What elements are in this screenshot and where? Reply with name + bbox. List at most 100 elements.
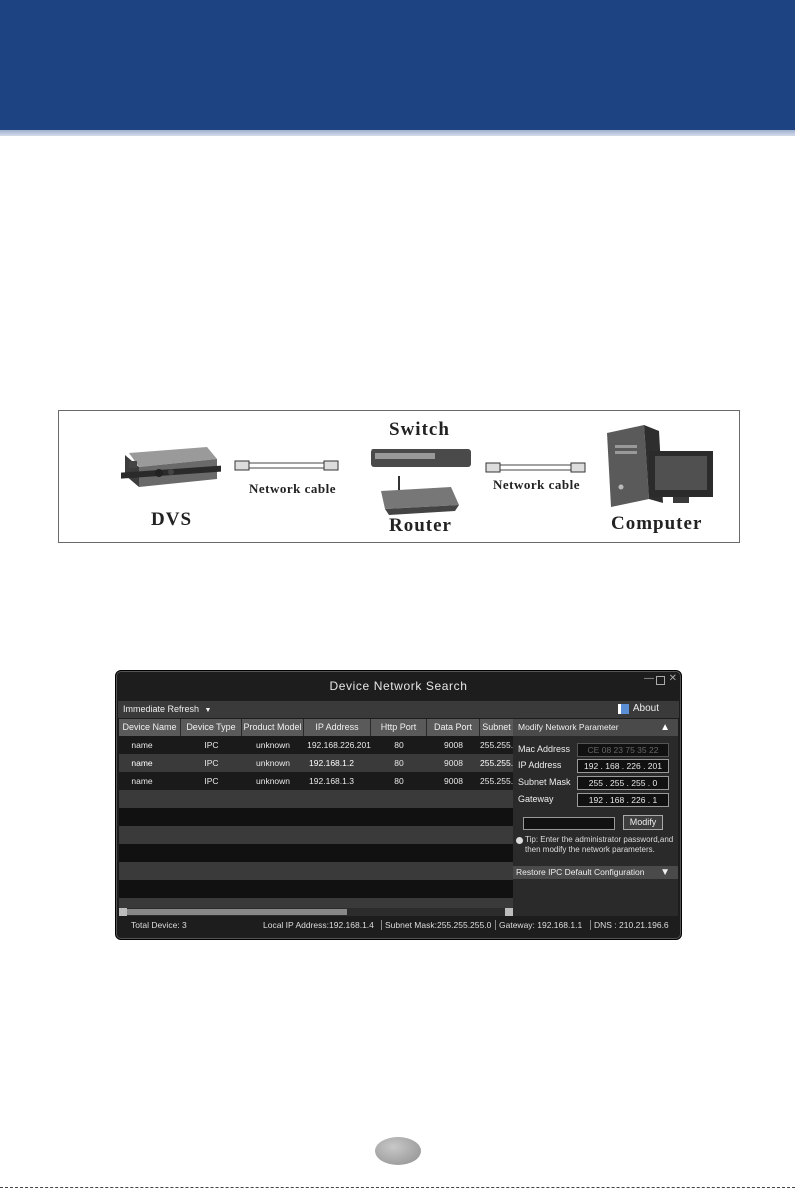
diagram-graphics	[121, 425, 713, 515]
footer-line	[0, 1187, 795, 1188]
gateway-field[interactable]: 192 . 168 . 226 . 1	[577, 793, 669, 807]
gateway: Gateway: 192.168.1.1	[499, 920, 583, 930]
cell-http: 80	[394, 776, 404, 786]
empty-row	[119, 880, 513, 898]
cell-data: 9008	[444, 758, 463, 768]
device-table-body: name IPC unknown 192.168.226.201 80 9008…	[119, 736, 513, 908]
cell-ip: 192.168.1.3	[309, 776, 354, 786]
cell-model: unknown	[255, 758, 291, 768]
immediate-refresh-button[interactable]: Immediate Refresh ▼	[123, 704, 211, 714]
cell-type: IPC	[204, 740, 219, 750]
empty-row	[119, 844, 513, 862]
cell-name: name	[131, 740, 153, 750]
dvs-label: DVS	[151, 509, 193, 530]
cell-type: IPC	[204, 776, 219, 786]
cell-model: unknown	[255, 776, 291, 786]
cell-data: 9008	[444, 740, 463, 750]
router-label: Router	[389, 515, 452, 536]
about-button[interactable]: About	[632, 703, 659, 714]
empty-row	[119, 790, 513, 808]
total-device: Total Device: 3	[131, 920, 187, 930]
toolbar: Immediate Refresh ▼ About	[118, 701, 679, 718]
modify-button[interactable]: Modify	[623, 815, 663, 830]
mac-field: CE 08 23 75 35 22	[577, 743, 669, 757]
subnet-field[interactable]: 255 . 255 . 255 . 0	[577, 776, 669, 790]
empty-row	[119, 826, 513, 844]
expand-down-icon[interactable]: ▼	[660, 867, 670, 878]
cell-subnet: 255.255.	[480, 776, 513, 786]
window-title: Device Network Search	[329, 679, 468, 693]
dvs-icon	[121, 447, 221, 487]
local-ip: Local IP Address:192.168.1.4	[263, 920, 374, 930]
ip-label: IP Address	[518, 760, 562, 770]
cable-left-label: Network cable	[249, 481, 337, 496]
restore-default-config[interactable]: Restore IPC Default Configuration ▼	[513, 866, 678, 879]
header-stripe	[0, 130, 795, 136]
panel-header[interactable]: Modify Network Parameter ▲	[513, 719, 678, 736]
empty-row	[119, 808, 513, 826]
cell-data: 9008	[444, 776, 463, 786]
network-diagram: Switch Router DVS Computer Network cable…	[58, 410, 740, 543]
close-icon[interactable]: ✕	[668, 673, 677, 684]
refresh-label: Immediate Refresh	[123, 704, 200, 714]
cell-ip: 192.168.226.201	[307, 740, 371, 750]
page-header-band	[0, 0, 795, 130]
col-ip-address[interactable]: IP Address	[304, 719, 371, 736]
tip-text: Tip: Enter the administrator password,an…	[525, 835, 674, 854]
dns: DNS : 210.21.196.6	[594, 920, 669, 930]
mac-label: Mac Address	[518, 744, 571, 754]
switch-label: Switch	[389, 419, 450, 440]
about-icon[interactable]	[618, 704, 629, 714]
restore-label: Restore IPC Default Configuration	[516, 867, 645, 877]
collapse-up-icon[interactable]: ▲	[660, 722, 670, 733]
scroll-right-icon[interactable]	[505, 908, 513, 916]
modify-network-panel: Modify Network Parameter ▲ Mac Address C…	[513, 719, 678, 916]
device-network-search-window: Device Network Search — ✕ Immediate Refr…	[115, 670, 682, 940]
password-input[interactable]	[523, 817, 615, 830]
col-product-model[interactable]: Product Model	[242, 719, 304, 736]
ip-field[interactable]: 192 . 168 . 226 . 201	[577, 759, 669, 773]
device-table-header: Device Name Device Type Product Model IP…	[119, 719, 513, 736]
col-http-port[interactable]: Http Port	[371, 719, 427, 736]
cell-http: 80	[394, 740, 404, 750]
computer-icon	[607, 425, 713, 507]
cell-model: unknown	[255, 740, 291, 750]
gateway-label: Gateway	[518, 794, 554, 804]
router-icon	[381, 476, 459, 515]
cell-subnet: 255.255.	[480, 758, 513, 768]
minimize-icon[interactable]: —	[644, 673, 654, 684]
tip-icon	[516, 837, 523, 844]
empty-row	[119, 898, 513, 908]
page-number-badge	[375, 1137, 421, 1165]
horizontal-scrollbar[interactable]	[119, 908, 513, 916]
scroll-thumb[interactable]	[127, 909, 347, 915]
panel-header-label: Modify Network Parameter	[518, 722, 619, 732]
divider	[590, 920, 591, 930]
cell-http: 80	[394, 758, 404, 768]
maximize-icon[interactable]	[656, 676, 665, 685]
col-data-port[interactable]: Data Port	[427, 719, 480, 736]
subnet-mask: Subnet Mask:255.255.255.0	[385, 920, 492, 930]
divider	[381, 920, 382, 930]
cell-name: name	[131, 758, 153, 768]
cell-subnet: 255.255.	[480, 740, 513, 750]
cell-name: name	[131, 776, 153, 786]
col-device-type[interactable]: Device Type	[181, 719, 242, 736]
table-row[interactable]: name IPC unknown 192.168.1.3 80 9008 255…	[119, 772, 513, 790]
cable-right-icon	[485, 462, 586, 473]
col-device-name[interactable]: Device Name	[119, 719, 181, 736]
subnet-label: Subnet Mask	[518, 777, 571, 787]
cell-type: IPC	[204, 758, 219, 768]
scroll-left-icon[interactable]	[119, 908, 127, 916]
table-row[interactable]: name IPC unknown 192.168.226.201 80 9008…	[119, 736, 513, 754]
divider	[495, 920, 496, 930]
status-bar: Total Device: 3 Local IP Address:192.168…	[119, 918, 678, 932]
computer-label: Computer	[611, 513, 703, 534]
empty-row	[119, 862, 513, 880]
table-row[interactable]: name IPC unknown 192.168.1.2 80 9008 255…	[119, 754, 513, 772]
dropdown-arrow-icon: ▼	[204, 707, 212, 714]
switch-icon	[371, 449, 471, 467]
cable-left-icon	[234, 460, 339, 471]
col-subnet[interactable]: Subnet	[482, 722, 511, 732]
cable-right-label: Network cable	[493, 477, 581, 492]
